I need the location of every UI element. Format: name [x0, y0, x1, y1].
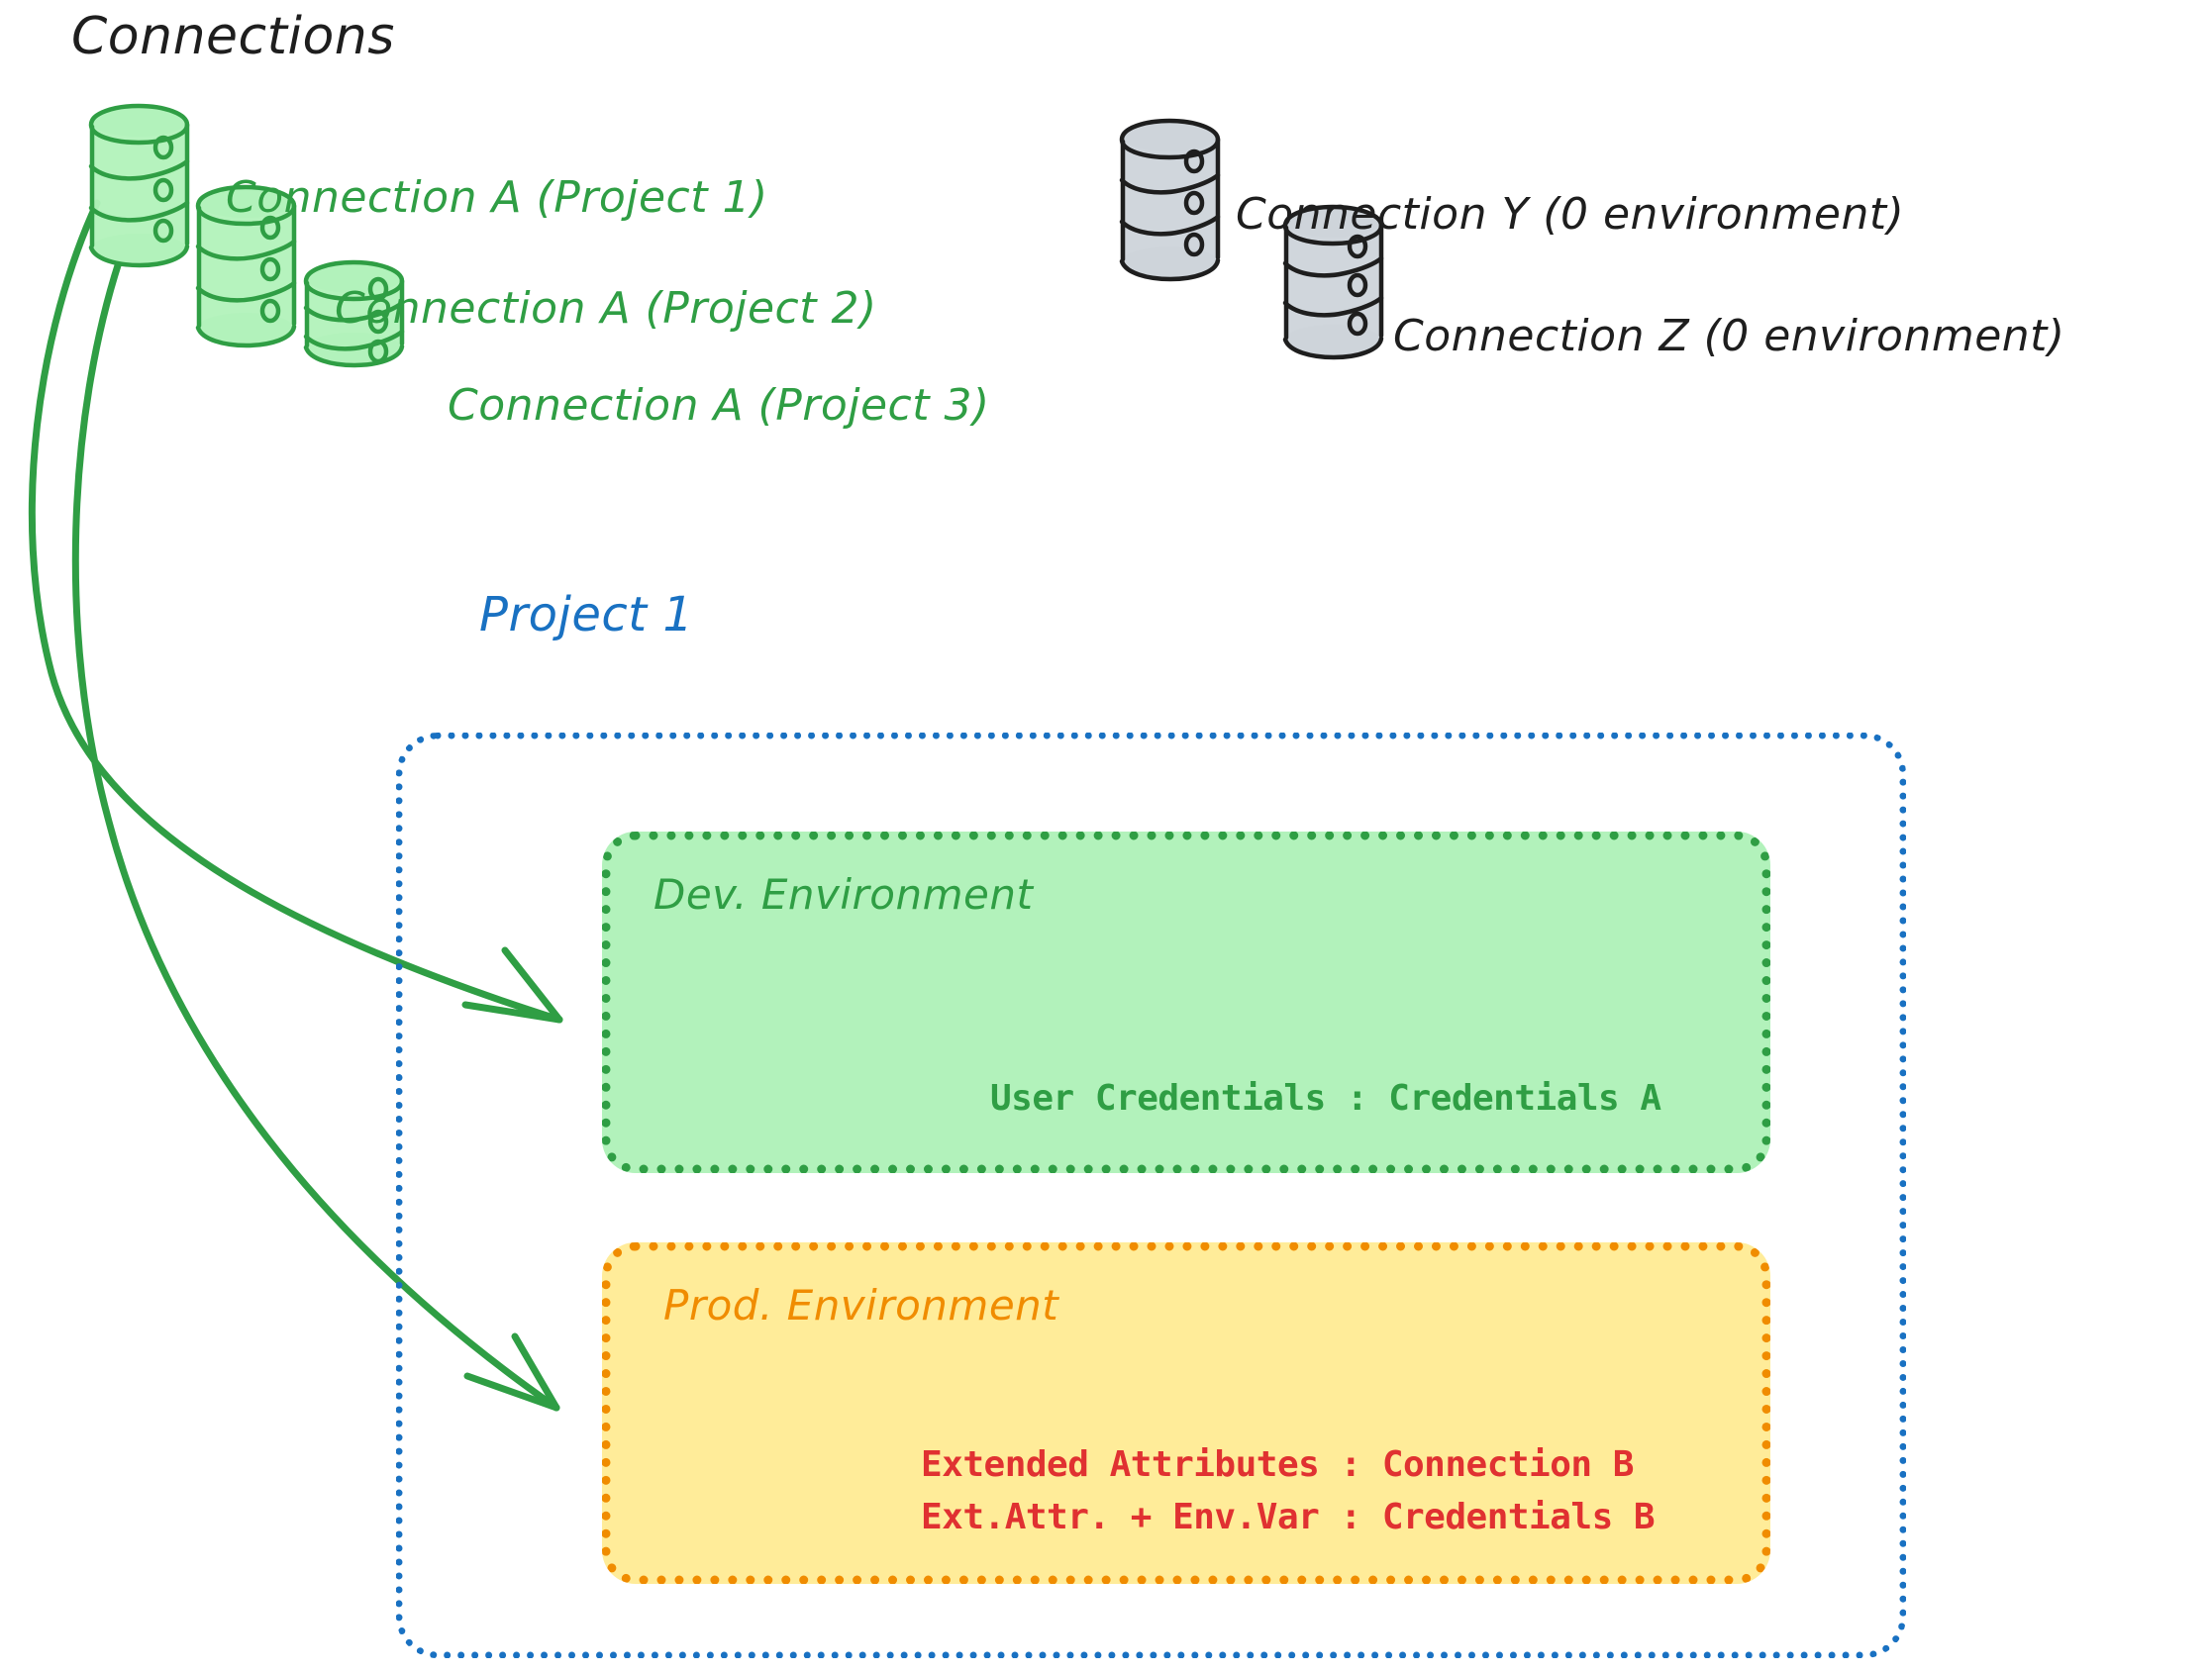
page-title: Connections — [71, 7, 395, 66]
arrow-connection-to-prod — [71, 258, 560, 1412]
dev-environment-box[interactable] — [602, 832, 1770, 1173]
database-icon-connection-a-project-2 — [195, 184, 297, 348]
connection-label-z: Connection Z (0 environment) — [1393, 311, 2065, 361]
arrow-connection-to-dev — [28, 199, 563, 1024]
prod-environment-title: Prod. Environment — [663, 1281, 1059, 1329]
prod-environment-entry-1: Ext.Attr. + Env.Var : Credentials B — [921, 1497, 1656, 1537]
dev-environment-entry-0: User Credentials : Credentials A — [990, 1078, 1661, 1119]
dev-environment-title: Dev. Environment — [654, 870, 1034, 919]
connection-label-a-project-3: Connection A (Project 3) — [448, 380, 990, 431]
database-icon-connection-y — [1119, 118, 1221, 282]
database-icon-connection-a-project-1 — [88, 103, 190, 268]
connection-label-a-project-2: Connection A (Project 2) — [335, 283, 877, 334]
project-container-box — [396, 733, 1906, 1658]
database-icon-connection-a-project-3 — [303, 259, 405, 368]
connection-label-y: Connection Y (0 environment) — [1236, 189, 1905, 240]
connection-label-a-project-1: Connection A (Project 1) — [226, 172, 768, 223]
prod-environment-box[interactable] — [602, 1242, 1770, 1584]
project-title: Project 1 — [479, 587, 694, 642]
database-icon-connection-z — [1282, 204, 1384, 360]
prod-environment-entry-0: Extended Attributes : Connection B — [921, 1444, 1634, 1485]
